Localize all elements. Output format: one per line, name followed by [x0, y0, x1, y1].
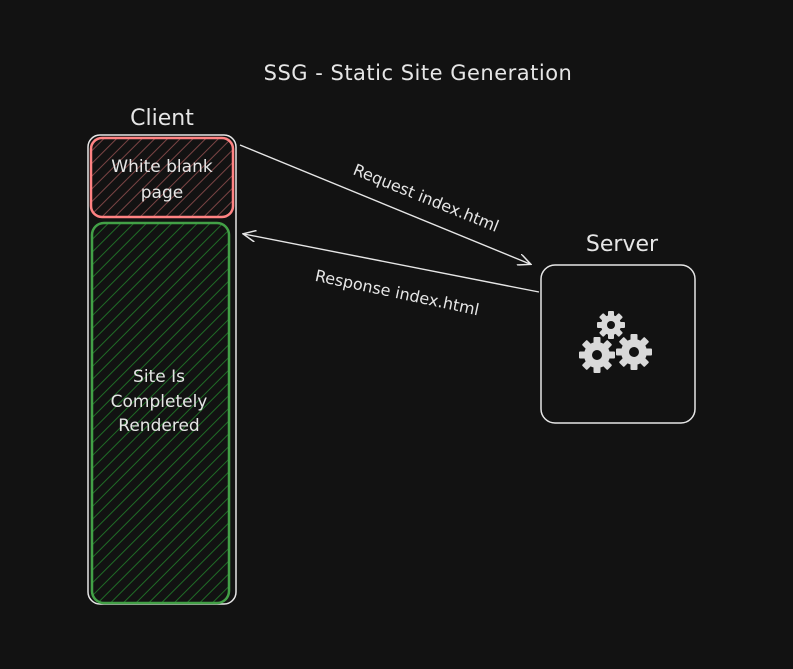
response-label: Response index.html [313, 266, 481, 319]
rendered-text-line2: Completely [111, 392, 208, 412]
diagram-title: SSG - Static Site Generation [264, 61, 573, 85]
request-arrow [239, 144, 530, 264]
rendered-site-box [90, 221, 231, 605]
response-arrow [244, 234, 540, 293]
server-box [540, 264, 696, 424]
blank-page-text-line2: page [141, 183, 183, 203]
gears-icon [579, 311, 652, 373]
blank-page-box [89, 136, 235, 219]
server-label: Server [586, 232, 659, 257]
rendered-text-line3: Rendered [118, 416, 199, 436]
blank-page-text-line1: White blank [111, 157, 213, 177]
client-label: Client [130, 106, 194, 131]
request-label: Request index.html [350, 160, 501, 236]
rendered-text-line1: Site Is [133, 367, 185, 387]
